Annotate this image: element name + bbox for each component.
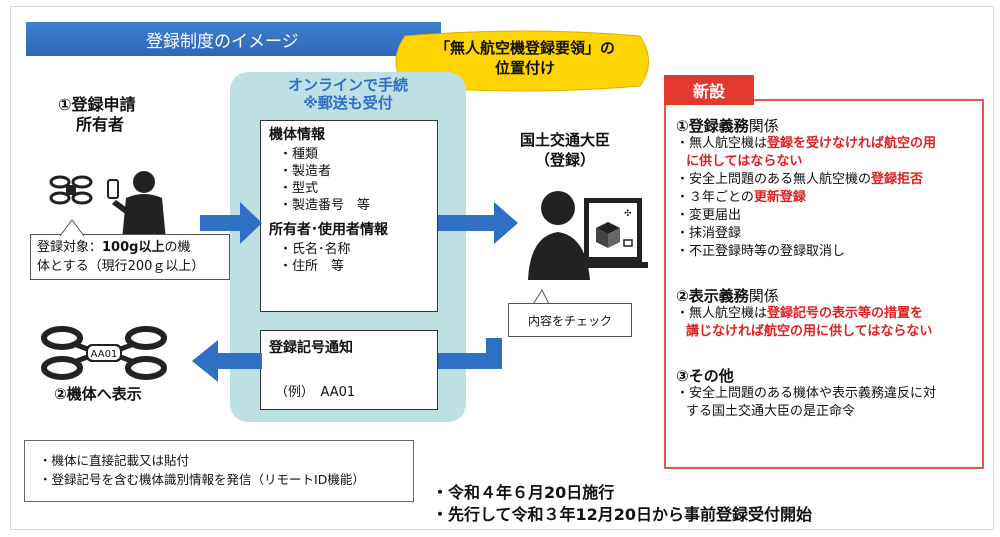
footer-line-1: ・令和４年６月20日施行 bbox=[432, 483, 615, 502]
sec1-line-6: ・不正登録時等の登録取消し bbox=[676, 244, 846, 259]
aircraft-info-item: ・製造番号 等 bbox=[279, 198, 371, 213]
online-title: オンラインで手続 ※郵送も受付 bbox=[230, 76, 466, 112]
sec2-title: ②表示義務関係 bbox=[676, 287, 779, 305]
aircraft-info-item: ・製造者 bbox=[279, 164, 332, 179]
new-tag: 新設 bbox=[664, 75, 754, 105]
sec2-line-1-cont: 講じなければ航空の用に供してはならない bbox=[686, 324, 933, 339]
owner-title: ①登録申請 所有者 bbox=[58, 95, 136, 135]
callout-line-2: 体とする（現行200ｇ以上） bbox=[37, 259, 205, 274]
minister-line-1: 国土交通大臣 bbox=[519, 131, 610, 149]
footer-line-2: ・先行して令和３年12月20日から事前登録受付開始 bbox=[432, 505, 813, 524]
check-callout-pointer bbox=[531, 288, 551, 306]
sec1-line-5: ・抹消登録 bbox=[676, 226, 742, 241]
sec1-line-2: ・安全上問題のある無人航空機の登録拒否 bbox=[676, 172, 924, 187]
registration-target-callout: 登録対象：100g以上の機 体とする（現行200ｇ以上） bbox=[30, 234, 230, 280]
owner-with-drone-icon bbox=[49, 171, 166, 240]
minister-at-computer-icon: ✣ bbox=[528, 191, 648, 280]
footer-dates: ・令和４年６月20日施行 ・先行して令和３年12月20日から事前登録受付開始 bbox=[432, 482, 812, 526]
aircraft-info-heading: 機体情報 bbox=[269, 127, 325, 143]
sec2-line-1: ・無人航空機は登録記号の表示等の措置を bbox=[676, 306, 924, 321]
mark-label: ②機体へ表示 bbox=[54, 385, 142, 403]
sec1-line-1: ・無人航空機は登録を受けなければ航空の用 bbox=[676, 136, 937, 151]
owner-title-line-2: 所有者 bbox=[76, 115, 125, 134]
svg-text:✣: ✣ bbox=[624, 209, 632, 219]
notice-example: （例） AA01 bbox=[275, 385, 356, 400]
callout-pointer bbox=[59, 219, 85, 237]
display-method-box: ・機体に直接記載又は貼付 ・登録記号を含む機体識別情報を発信（リモートID機能） bbox=[24, 440, 414, 502]
sec3-line-1: ・安全上問題のある機体や表示義務違反に対 bbox=[676, 386, 937, 401]
sec1-line-1-cont: に供してはならない bbox=[686, 154, 803, 169]
header-bar: 登録制度のイメージ bbox=[26, 22, 441, 56]
sec1-title: ①登録義務関係 bbox=[676, 117, 779, 135]
aircraft-info-item: ・型式 bbox=[279, 181, 319, 196]
online-line-2: ※郵送も受付 bbox=[303, 94, 393, 112]
owner-info-item: ・氏名･名称 bbox=[279, 242, 351, 257]
sec3-line-2: する国土交通大臣の是正命令 bbox=[686, 404, 856, 419]
callout-suffix: の機 bbox=[164, 240, 191, 255]
callout-bold: 100g以上 bbox=[102, 240, 165, 255]
aircraft-info-item: ・種類 bbox=[279, 147, 319, 162]
arrow-apply-to-minister bbox=[438, 202, 518, 244]
arrow-notice-from-minister bbox=[438, 338, 502, 369]
display-note-1: ・機体に直接記載又は貼付 bbox=[39, 453, 190, 468]
display-note-2: ・登録記号を含む機体識別情報を発信（リモートID機能） bbox=[39, 472, 365, 487]
arrow-apply-in bbox=[200, 202, 262, 244]
registration-notice-box: 登録記号通知 （例） AA01 bbox=[260, 330, 438, 410]
sec3-title: ③その他 bbox=[676, 367, 734, 385]
small-drone-icon bbox=[49, 175, 93, 205]
banner-line-1: 「無人航空機登録要領」の bbox=[434, 39, 615, 57]
arrow-notice-to-owner bbox=[192, 340, 262, 382]
registered-drone-icon: AA01 bbox=[41, 326, 167, 380]
drone-registration-mark: AA01 bbox=[91, 349, 118, 360]
check-callout: 内容をチェック bbox=[508, 303, 632, 337]
header-title: 登録制度のイメージ bbox=[146, 31, 299, 52]
owner-title-line-1: ①登録申請 bbox=[58, 95, 136, 114]
application-info-box: 機体情報 ・種類 ・製造者 ・型式 ・製造番号 等 所有者･使用者情報 ・氏名･… bbox=[260, 120, 438, 312]
online-line-1: オンラインで手続 bbox=[287, 76, 408, 94]
minister-title: 国土交通大臣 （登録） bbox=[490, 130, 640, 170]
sec1-line-3: ・３年ごとの更新登録 bbox=[676, 190, 806, 205]
notice-heading: 登録記号通知 bbox=[269, 340, 353, 356]
owner-info-heading: 所有者･使用者情報 bbox=[269, 222, 388, 238]
new-provisions-box: ①登録義務関係 ・無人航空機は登録を受けなければ航空の用 に供してはならない ・… bbox=[664, 99, 984, 469]
minister-line-2: （登録） bbox=[534, 151, 595, 169]
sec1-line-4: ・変更届出 bbox=[676, 208, 742, 223]
owner-info-item: ・住所 等 bbox=[279, 259, 345, 274]
outer-frame bbox=[10, 6, 994, 530]
banner-line-2: 位置付け bbox=[494, 59, 555, 77]
callout-prefix: 登録対象： bbox=[37, 240, 103, 255]
banner-text: 「無人航空機登録要領」の 位置付け bbox=[400, 38, 650, 78]
